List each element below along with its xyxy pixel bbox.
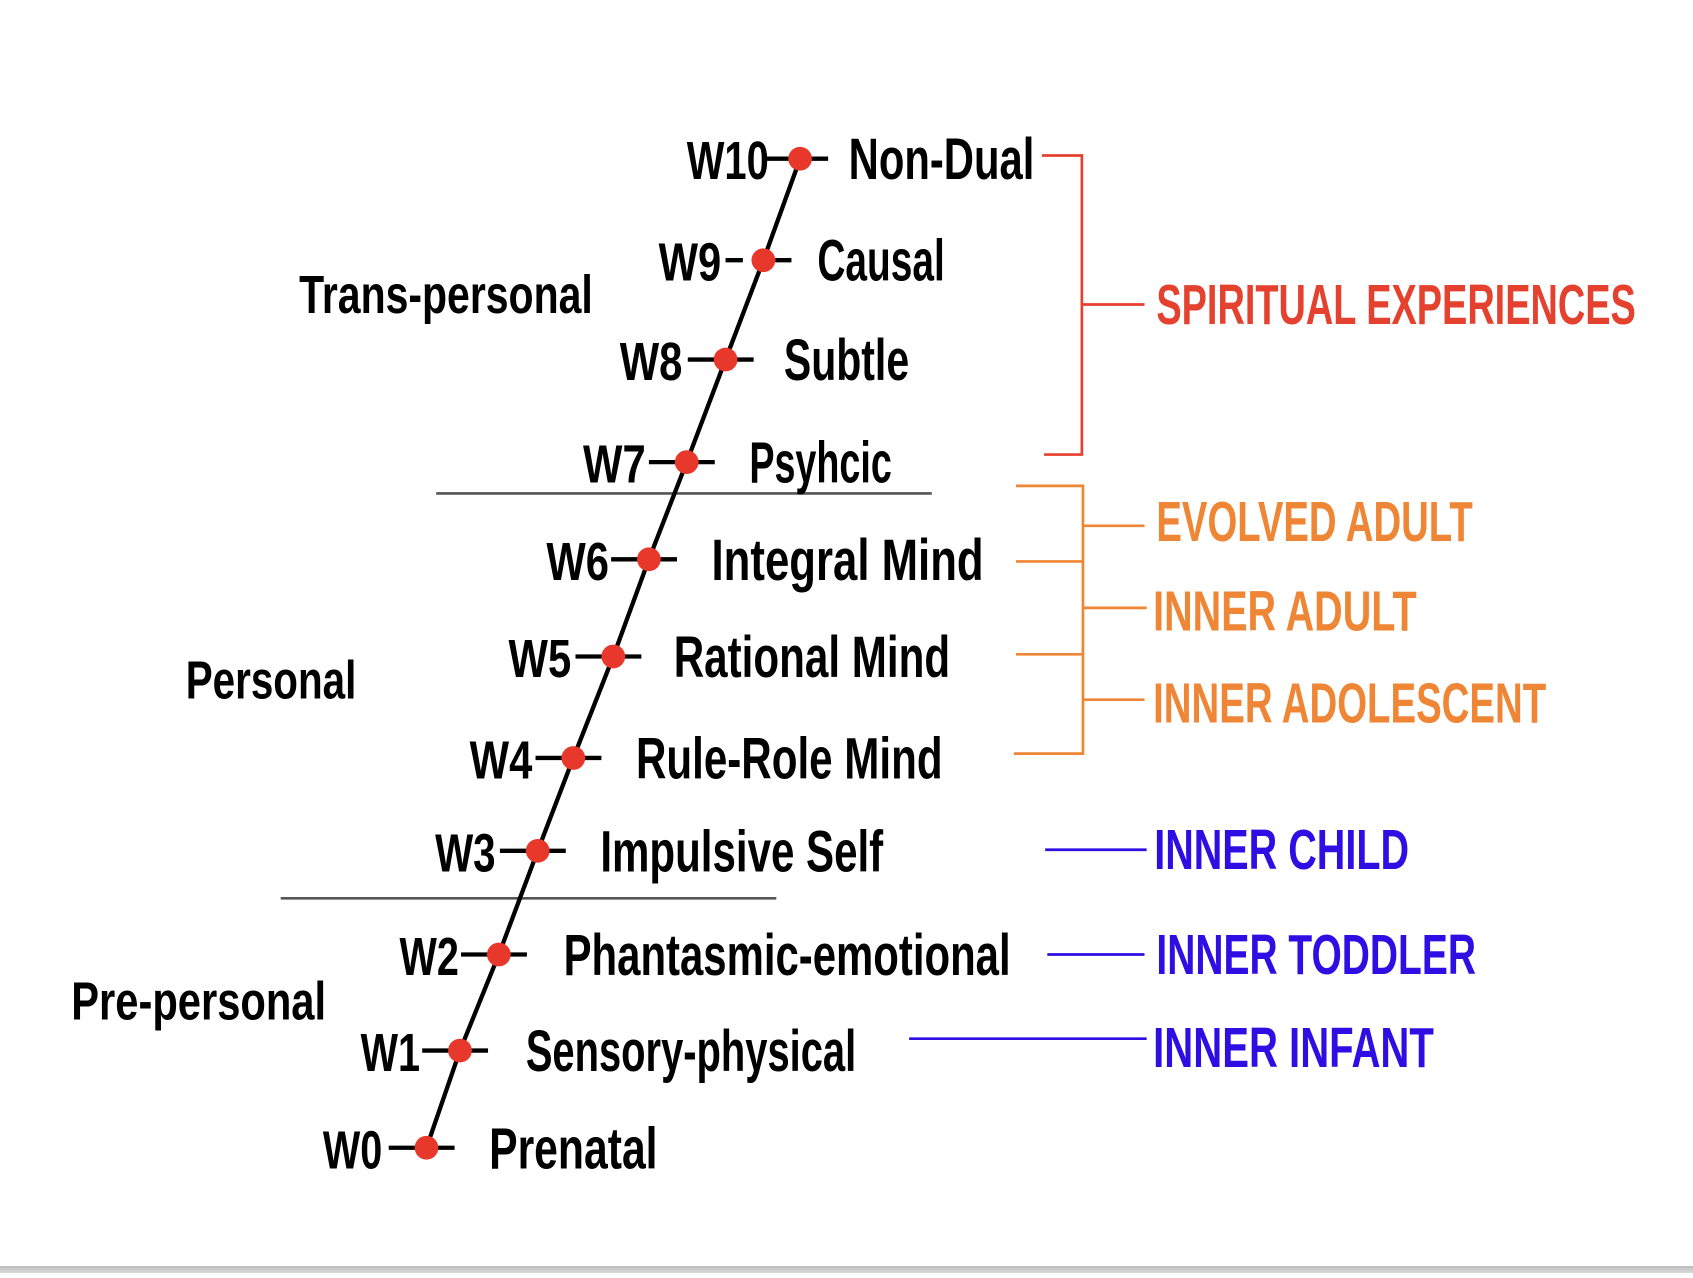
stage-name: Subtle [784,328,909,393]
stage-w10: W10 Non-Dual [687,127,1035,192]
category-spiritual-experiences: SPIRITUAL EXPERIENCES [1156,273,1635,336]
axis-segment [535,757,576,852]
axis-segment [571,655,616,759]
stage-w1: W1 Sensory-physical [361,1019,857,1084]
bracket-spiritual [1041,154,1145,456]
stage-w3: W3 Impulsive Self [435,819,884,884]
band-label-trans-personal: Trans-personal [299,265,593,325]
category-inner-toddler: INNER TODDLER [1156,923,1476,986]
stage-code: W1 [361,1023,420,1083]
band-label-personal: Personal [186,651,357,711]
stage-code: W7 [583,435,646,495]
stage-code: W3 [435,823,495,883]
stage-name: Prenatal [489,1116,657,1181]
axis-segment [723,259,766,361]
stage-dot [448,1038,472,1063]
band-label-pre-personal: Pre-personal [71,971,326,1031]
stage-name: Impulsive Self [600,819,883,884]
stage-name: Non-Dual [849,127,1035,192]
bracket-adult [1013,484,1147,756]
development-axis [424,157,803,1149]
stage-code: W8 [620,332,683,392]
stage-code: W6 [546,532,609,592]
axis-segment [646,461,689,561]
stage-code: W5 [509,629,572,689]
stage-name: Rational Mind [674,625,950,690]
axis-segment [424,1049,463,1149]
stage-dot [525,838,550,863]
stage-w4: W4 Rule-Role Mind [470,726,943,791]
axis-segment [684,358,728,463]
stage-code: W0 [323,1120,382,1180]
stage-dot [713,347,738,372]
stage-w6: W6 Integral Mind [546,528,983,593]
category-evolved-adult: EVOLVED ADULT [1156,490,1472,553]
stage-dot [561,746,586,770]
stage-dot [601,644,626,669]
stage-name: Phantasmic-emotional [564,923,1011,988]
stage-code: W4 [470,730,533,790]
stage-name: Rule-Role Mind [636,726,943,791]
stage-dot [788,146,812,171]
stage-dot [637,547,661,572]
stage-w7: W7 Psyhcic [583,431,892,496]
stage-dot [486,942,511,967]
axis-segment [457,953,501,1052]
category-inner-infant: INNER INFANT [1153,1016,1434,1079]
stage-dot [414,1135,439,1160]
stage-name: Sensory-physical [526,1019,856,1084]
stage-dot [674,450,699,475]
stage-name: Integral Mind [712,528,984,593]
stage-code: W2 [399,927,458,987]
stage-code: W9 [659,233,722,293]
stage-w8: W8 Subtle [620,328,909,393]
category-inner-adult: INNER ADULT [1153,580,1416,643]
stage-code: W10 [687,131,769,191]
axis-segment [761,157,803,261]
stage-w0: W0 Prenatal [323,1116,658,1181]
stage-w2: W2 Phantasmic-emotional [399,923,1010,988]
stage-w9: W9 Causal [659,229,945,294]
bracket-adult-line [1013,484,1085,756]
axis-segment [611,558,651,658]
axis-segment [496,850,540,956]
bracket-spiritual-line [1041,154,1084,456]
stage-w5: W5 Rational Mind [509,625,951,690]
stage-dot [751,248,776,273]
stage-name: Psyhcic [749,431,892,496]
category-inner-child: INNER CHILD [1154,818,1409,881]
category-inner-adolescent: INNER ADOLESCENT [1153,671,1546,734]
child-connectors [909,848,1147,1041]
stage-list: W0 Prenatal W1 Sensory-physical W2 Phantasmic… [323,127,1035,1181]
stage-name: Causal [817,229,944,294]
bottom-edge-bar [0,1266,1693,1273]
